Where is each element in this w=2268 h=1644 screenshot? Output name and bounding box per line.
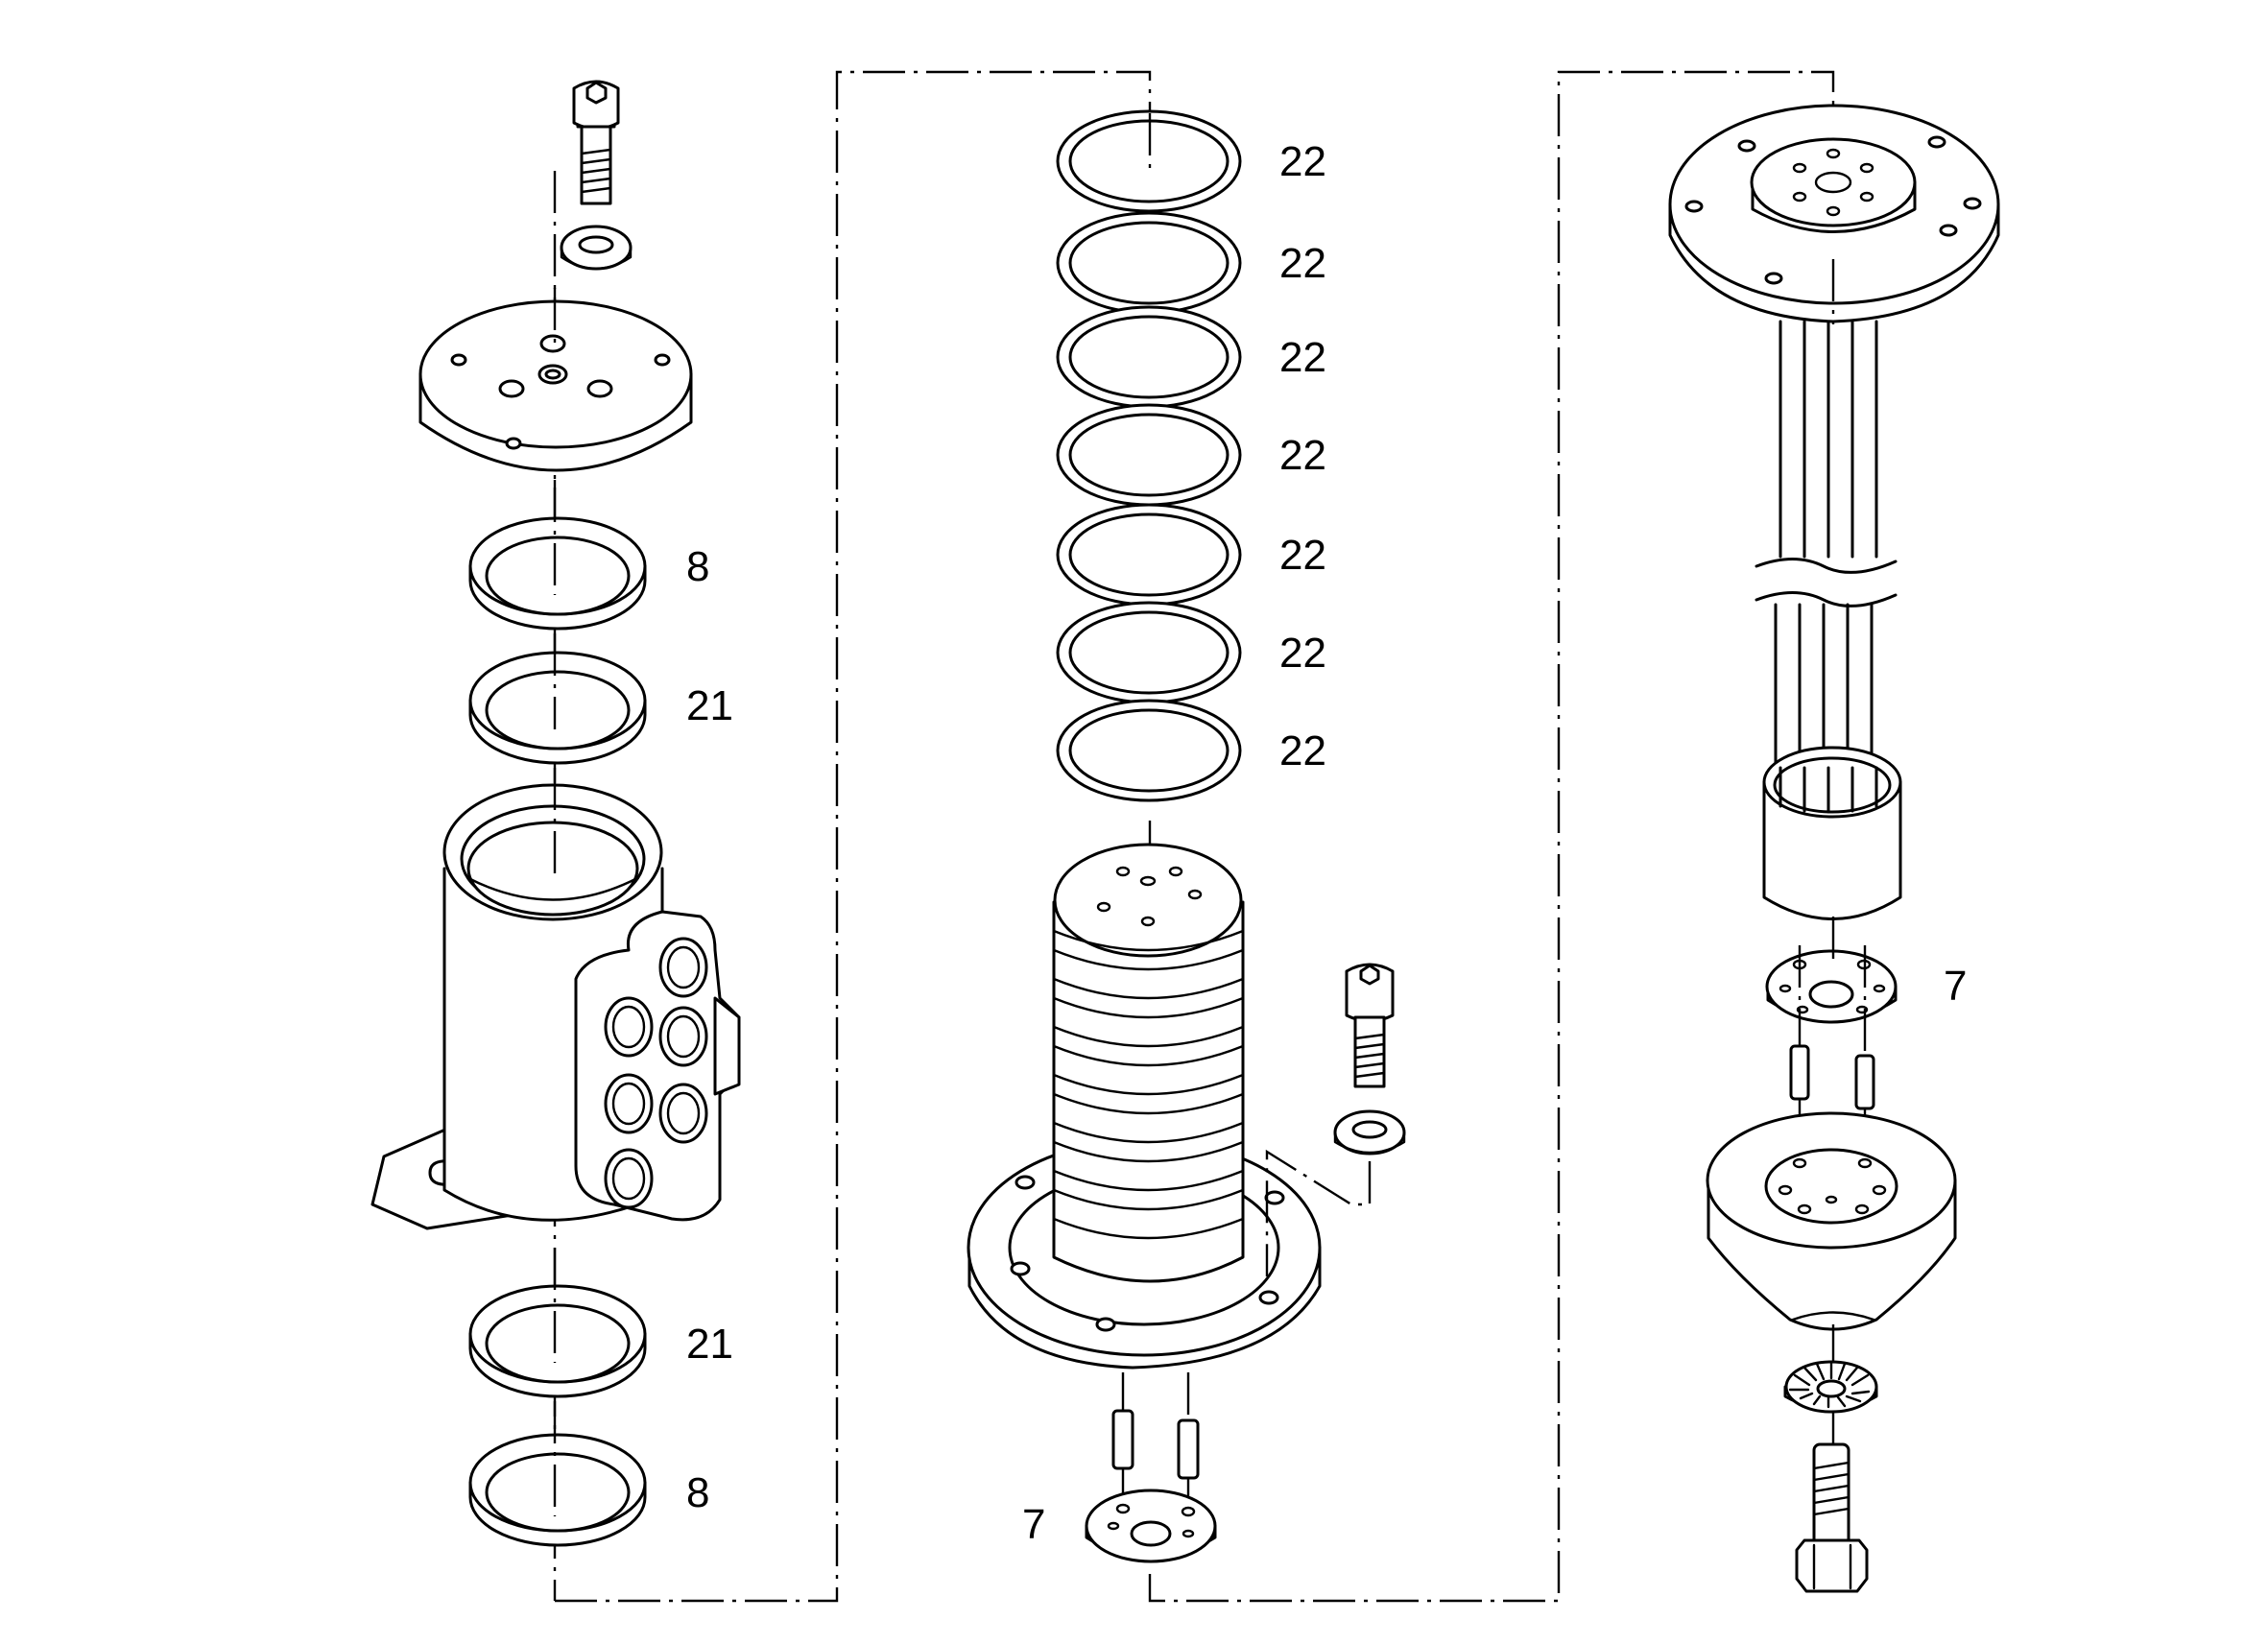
thrust-plate-7-middle <box>1085 1489 1217 1563</box>
dowel-pins-right <box>1789 1044 1875 1110</box>
hex-bolt <box>1795 1442 1869 1593</box>
label-22-6: 22 <box>1279 630 1326 677</box>
label-21-top: 21 <box>686 682 733 729</box>
connector-sleeve <box>1762 746 1902 920</box>
label-7-right: 7 <box>1944 963 1967 1010</box>
cap-screw-top-left <box>572 80 620 205</box>
o-ring-stack <box>1056 109 1242 802</box>
cap-screw-middle <box>1345 963 1395 1088</box>
label-22-2: 22 <box>1279 240 1326 287</box>
middle-assembly: 22 22 22 22 22 22 22 7 <box>967 109 1406 1563</box>
label-22-4: 22 <box>1279 432 1326 479</box>
ring-8-top <box>468 516 647 631</box>
ring-21-top <box>468 651 647 765</box>
valve-housing <box>370 783 741 1230</box>
label-22-3: 22 <box>1279 334 1326 381</box>
rotor-column <box>1052 843 1245 1283</box>
serrated-washer <box>1783 1360 1878 1414</box>
left-assembly: 8 21 21 8 <box>370 80 741 1547</box>
cover-disc <box>418 299 693 472</box>
label-22-7: 22 <box>1279 727 1326 774</box>
dowel-pins-middle <box>1111 1409 1200 1480</box>
label-7-middle: 7 <box>1022 1501 1045 1548</box>
wire-bundle <box>1755 320 1898 818</box>
right-assembly: 7 <box>1668 104 2000 1593</box>
thrust-plate-7-right <box>1765 949 1898 1024</box>
ring-21-bottom <box>468 1284 647 1398</box>
lock-washer-middle <box>1333 1109 1406 1156</box>
lock-washer-top-left <box>560 225 633 271</box>
label-22-1: 22 <box>1279 138 1326 185</box>
label-8-bottom: 8 <box>686 1469 709 1516</box>
label-22-5: 22 <box>1279 532 1326 579</box>
cone-hub <box>1706 1111 1957 1331</box>
ring-8-bottom <box>468 1433 647 1547</box>
label-8-top: 8 <box>686 543 709 590</box>
label-21-bottom: 21 <box>686 1321 733 1368</box>
